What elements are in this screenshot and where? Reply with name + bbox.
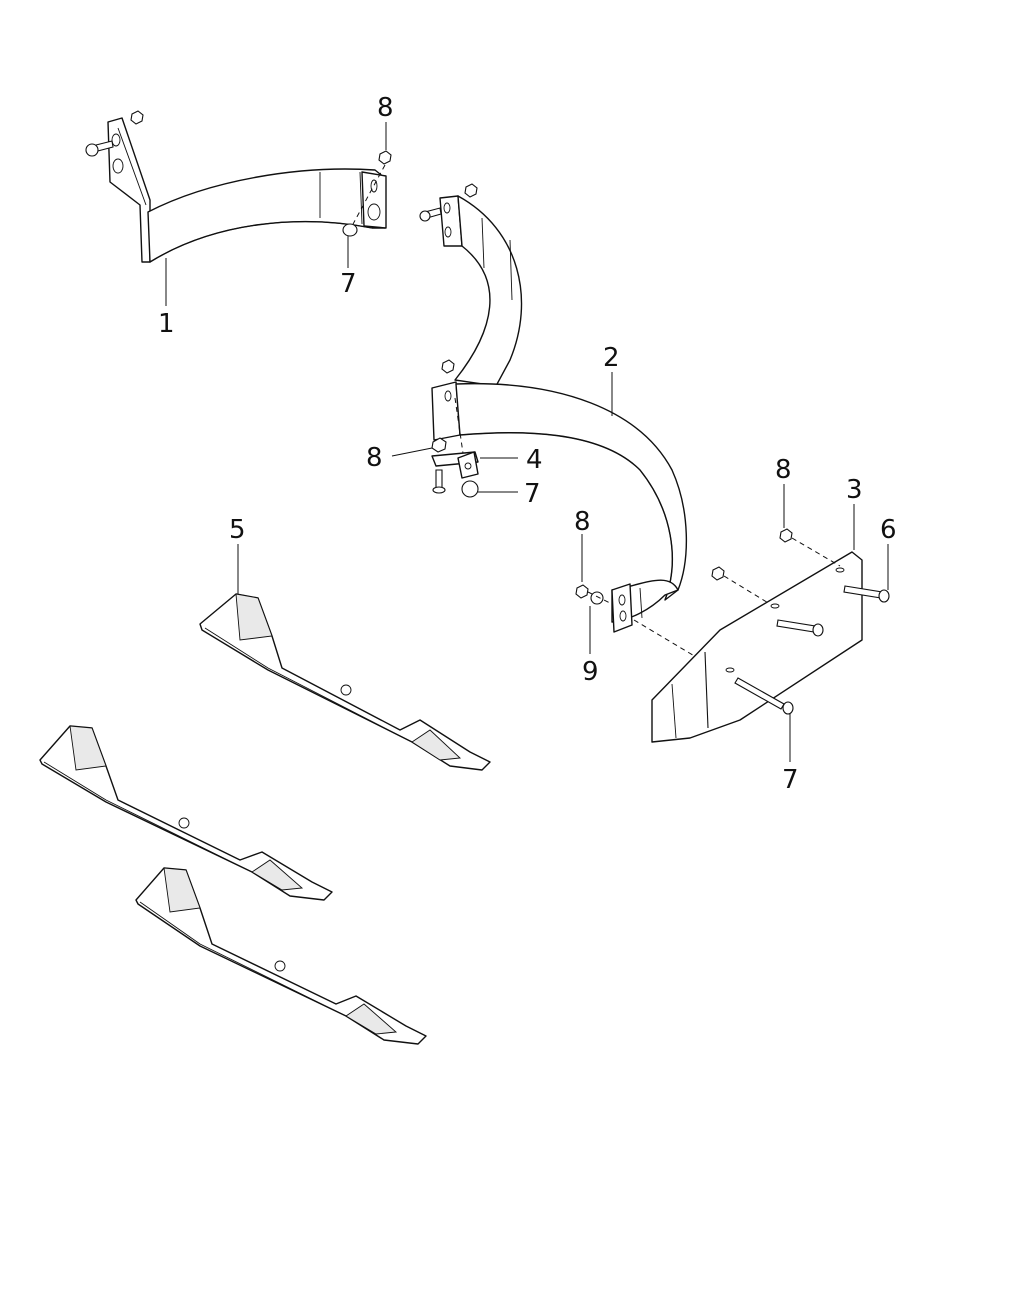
callout-5: 5 bbox=[229, 515, 246, 545]
callout-6: 6 bbox=[880, 515, 897, 545]
callout-1: 1 bbox=[158, 309, 175, 339]
baffle-part-2 bbox=[419, 183, 729, 677]
baffle-part-1 bbox=[85, 110, 392, 263]
callout-3: 3 bbox=[846, 475, 863, 505]
callout-8-right: 8 bbox=[775, 455, 792, 485]
callout-8-top: 8 bbox=[377, 93, 394, 123]
leader-lines bbox=[165, 122, 889, 762]
callout-labels: 1 8 7 2 8 4 7 5 8 3 6 8 9 7 bbox=[158, 93, 897, 795]
callout-8-middle: 8 bbox=[366, 443, 383, 473]
deflector-part-3 bbox=[651, 528, 890, 743]
callout-7-bottom: 7 bbox=[782, 765, 799, 795]
callout-8-lower: 8 bbox=[574, 507, 591, 537]
callout-9: 9 bbox=[582, 657, 599, 687]
blade-part-5-bottom bbox=[135, 867, 427, 1045]
callout-2: 2 bbox=[603, 343, 620, 373]
callout-7-top: 7 bbox=[340, 269, 357, 299]
blade-part-5-middle bbox=[39, 725, 333, 901]
blade-part-5-top bbox=[199, 593, 491, 771]
callout-7-middle: 7 bbox=[524, 479, 541, 509]
callout-4: 4 bbox=[526, 445, 543, 475]
